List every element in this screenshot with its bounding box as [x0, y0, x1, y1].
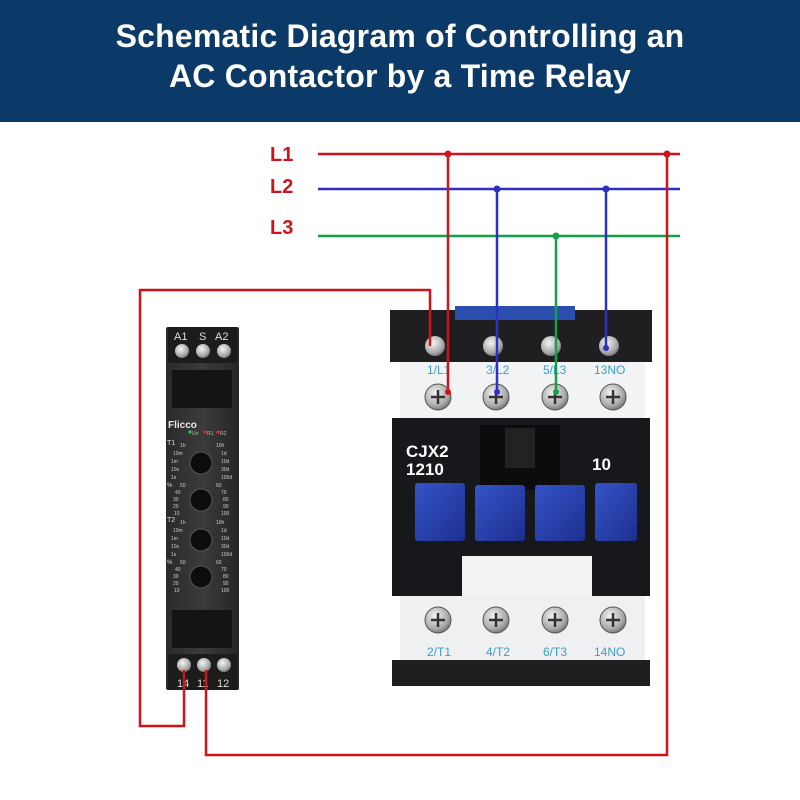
led-r2-label: R2 [220, 431, 227, 437]
svg-text:1h: 1h [180, 443, 186, 449]
relay-top-window [172, 370, 232, 408]
svg-text:20: 20 [173, 581, 179, 587]
contactor-bottom-terminal-3-label: 6/T3 [543, 645, 567, 659]
contactor-bottom-terminal-1-label: 2/T1 [427, 645, 451, 659]
line-label-l1: L1 [270, 144, 293, 166]
contactor-aux-label: 10 [592, 455, 611, 474]
contactor-top-terminal-4-label: 13NO [594, 363, 625, 377]
relay-terminal-A1: A1 [174, 331, 187, 343]
svg-text:T2: T2 [167, 517, 175, 524]
svg-text:10s: 10s [171, 467, 180, 473]
contactor-white-plate [462, 556, 592, 598]
contactor-model-line-2: 1210 [406, 460, 444, 479]
relay-dial-t1: T1 1h 10m 1m 10s 1s 10h 1d 10d 30d 100d [167, 440, 232, 481]
svg-text:100: 100 [221, 511, 230, 517]
svg-text:10m: 10m [173, 451, 183, 457]
wiring [138, 152, 680, 757]
svg-text:10: 10 [174, 588, 180, 594]
dial-knob-icon [189, 565, 213, 589]
svg-text:%: % [167, 483, 173, 489]
contactor-blue-button-3 [535, 485, 585, 541]
dial-knob-icon [189, 451, 213, 475]
svg-text:1m: 1m [171, 459, 178, 465]
relay-bottom-window [172, 610, 232, 648]
relay-brand-logo: Flicco [168, 420, 197, 431]
contactor-blue-button-2 [475, 485, 525, 541]
svg-text:90: 90 [223, 504, 229, 510]
relay-dial-percent-2: % 50 40 30 20 10 60 70 80 90 100 [167, 560, 230, 594]
svg-text:40: 40 [175, 490, 181, 496]
svg-text:1s: 1s [171, 475, 177, 481]
led-un-icon [188, 430, 192, 434]
svg-text:30d: 30d [221, 467, 230, 473]
svg-text:10s: 10s [171, 544, 180, 550]
title-line-2: AC Contactor by a Time Relay [168, 58, 632, 94]
contactor-model-line-1: CJX2 [406, 442, 449, 461]
svg-text:30d: 30d [221, 544, 230, 550]
svg-text:50: 50 [180, 483, 186, 489]
contactor-bottom-housing [392, 660, 650, 686]
svg-text:1d: 1d [221, 451, 227, 457]
svg-text:60: 60 [216, 483, 222, 489]
led-r1-label: R1 [207, 431, 214, 437]
svg-text:T1: T1 [167, 440, 175, 447]
svg-text:1s: 1s [171, 552, 177, 558]
svg-text:10h: 10h [216, 520, 225, 526]
svg-text:10: 10 [174, 511, 180, 517]
svg-text:20: 20 [173, 504, 179, 510]
contactor-bottom-terminal-2-label: 4/T2 [486, 645, 510, 659]
svg-text:10d: 10d [221, 536, 230, 542]
relay-terminal-A2: A2 [215, 331, 228, 343]
svg-text:80: 80 [223, 574, 229, 580]
svg-text:1h: 1h [180, 520, 186, 526]
svg-text:100d: 100d [221, 552, 232, 558]
svg-text:30: 30 [173, 497, 179, 503]
line-label-l2: L2 [270, 176, 293, 198]
time-relay: A1 S A2 14 11 12 Flicco Un R1 R2 T1 1h 1… [166, 327, 239, 690]
l1-to-relay-11-wire [204, 154, 669, 757]
svg-text:100d: 100d [221, 475, 232, 481]
relay-terminal-S: S [199, 331, 206, 343]
svg-text:60: 60 [216, 560, 222, 566]
contactor-blue-button-4 [595, 483, 637, 541]
relay-dial-percent-1: % 50 40 30 20 10 60 70 80 90 100 [167, 483, 230, 517]
led-un-label: Un [192, 431, 199, 437]
relay-terminal-12: 12 [217, 678, 229, 690]
svg-text:10m: 10m [173, 528, 183, 534]
contactor-top-blue-strip [455, 306, 575, 320]
relay-dial-t2: T2 1h 10m 1m 10s 1s 10h 1d 10d 30d 100d [167, 517, 232, 558]
led-r2-icon [216, 430, 220, 434]
svg-text:70: 70 [221, 490, 227, 496]
svg-text:1m: 1m [171, 536, 178, 542]
svg-text:100: 100 [221, 588, 230, 594]
junction-dots [444, 150, 671, 395]
svg-text:1d: 1d [221, 528, 227, 534]
contactor-bottom-terminal-4-label: 14NO [594, 645, 625, 659]
title-line-1: Schematic Diagram of Controlling an [115, 18, 685, 54]
title-banner: Schematic Diagram of Controlling an AC C… [0, 0, 800, 122]
svg-text:50: 50 [180, 560, 186, 566]
svg-text:30: 30 [173, 574, 179, 580]
line-label-l3: L3 [270, 217, 293, 239]
contactor-top-terminal-1-label: 1/L1 [427, 363, 451, 377]
svg-text:10h: 10h [216, 443, 225, 449]
contactor-blue-button-1 [415, 483, 465, 541]
relay-terminal-11: 11 [197, 678, 208, 690]
svg-text:%: % [167, 560, 173, 566]
svg-text:10d: 10d [221, 459, 230, 465]
svg-text:90: 90 [223, 581, 229, 587]
relay-14-to-coil-wire [138, 288, 432, 728]
contactor-bottom-screws [424, 606, 627, 634]
svg-text:40: 40 [175, 567, 181, 573]
dial-knob-icon [189, 488, 213, 512]
led-r1-icon [203, 430, 207, 434]
contactor: CJX2 1210 10 1/L1 3/L2 5/L3 13NO 2/T1 4/… [390, 306, 652, 686]
svg-text:80: 80 [223, 497, 229, 503]
dial-knob-icon [189, 528, 213, 552]
svg-text:70: 70 [221, 567, 227, 573]
